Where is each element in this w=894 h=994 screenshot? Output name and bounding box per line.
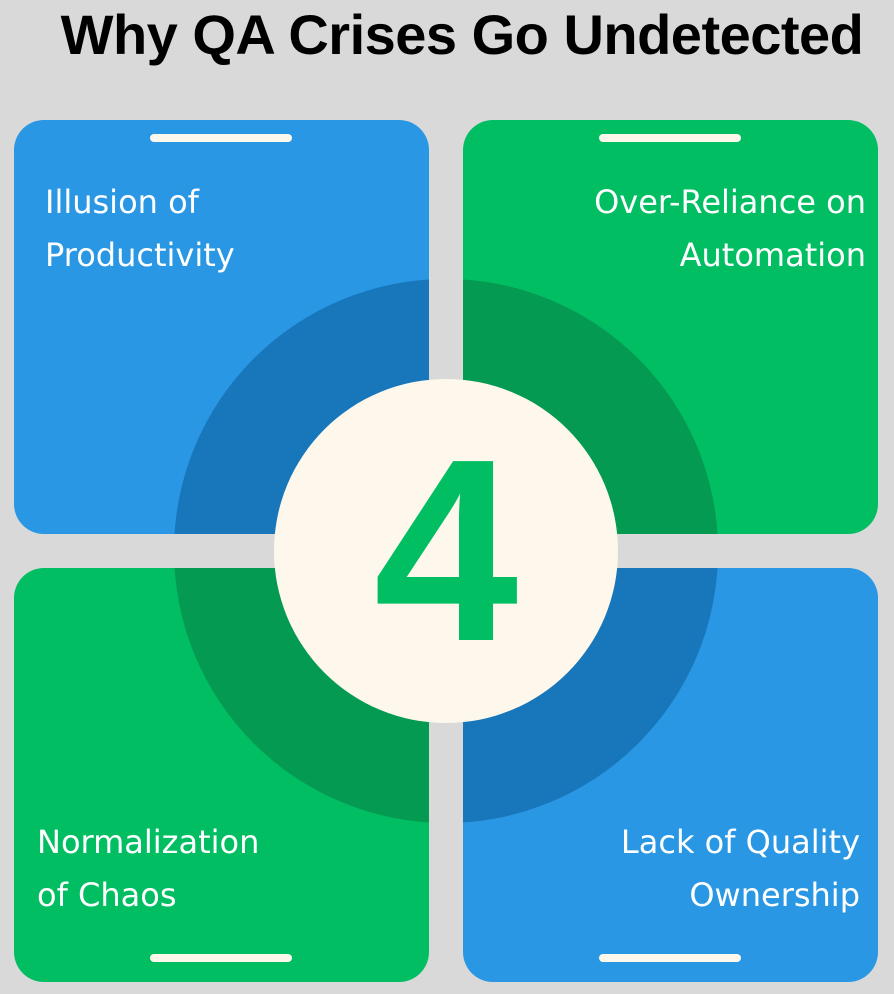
panel-bar (599, 954, 741, 962)
panel-bar (599, 134, 741, 142)
panel-label: Illusion of Productivity (45, 183, 235, 274)
panel-bar (150, 134, 292, 142)
center-circle: 4 (274, 379, 618, 723)
panel-bar (150, 954, 292, 962)
page-title: Why QA Crises Go Undetected (60, 3, 864, 66)
center-number: 4 (373, 406, 519, 696)
panel-label: Over-Reliance on Automation (594, 183, 866, 274)
panel-label: Lack of Quality Ownership (620, 823, 860, 914)
panel-label: Normalization of Chaos (37, 823, 260, 914)
